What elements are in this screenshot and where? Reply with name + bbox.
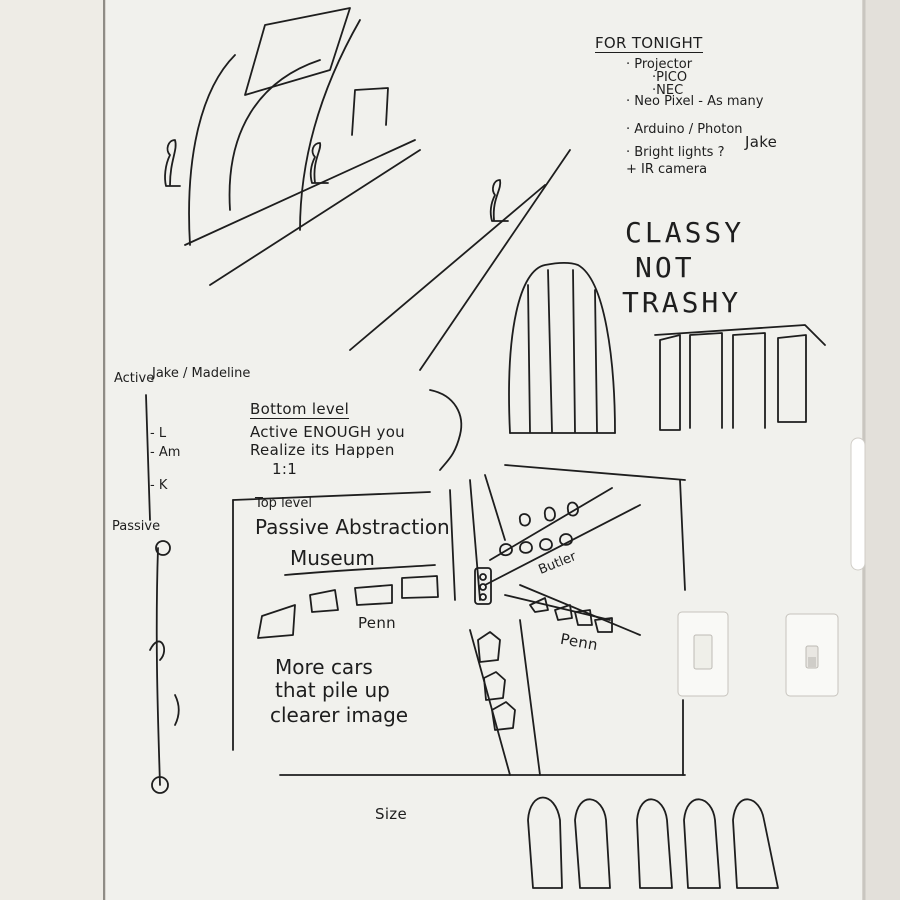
todo-heading: FOR TONIGHT	[595, 34, 703, 53]
motto-line-1: CLASSY	[625, 216, 745, 249]
bottom-level-line-1: Active ENOUGH you	[250, 423, 405, 441]
light-switch-left	[677, 611, 729, 697]
scale-tick-l: - L	[150, 426, 167, 441]
todo-item-neopixel: · Neo Pixel - As many	[626, 94, 764, 109]
scale-bottom-label: Passive	[112, 519, 161, 534]
top-level-title: Top level	[255, 496, 312, 511]
bottom-level-line-2: Realize its Happen	[250, 441, 395, 459]
todo-item-bright-lights: · Bright lights ?	[626, 145, 725, 160]
scale-tick-k: - K	[150, 478, 168, 493]
todo-item-pico: ·PICO	[652, 70, 688, 85]
scale-names: Jake / Madeline	[152, 366, 251, 381]
motto-line-3: TRASHY	[622, 286, 742, 319]
magnet-strip	[850, 437, 866, 571]
right-wall	[862, 0, 900, 900]
ink-strokes	[145, 7, 826, 889]
todo-assignee: Jake	[745, 133, 778, 151]
top-level-note-1: More cars	[275, 655, 373, 679]
bottom-level-line-3: 1:1	[272, 460, 298, 478]
scale-top-label: Active	[114, 371, 155, 386]
scale-tick-am: - Am	[150, 445, 181, 460]
top-level-note-3: clearer image	[270, 703, 409, 727]
light-switch-right	[785, 613, 839, 697]
top-level-note-2: that pile up	[275, 678, 390, 702]
bottom-level-title: Bottom level	[250, 400, 350, 419]
todo-item-nec: ·NEC	[652, 83, 684, 98]
motto-line-2: NOT	[635, 251, 695, 284]
size-label: Size	[375, 805, 407, 823]
left-board-panel	[0, 0, 104, 900]
top-level-street: Penn	[358, 614, 396, 632]
todo-item-arduino: · Arduino / Photon	[626, 122, 743, 137]
todo-item-ir-camera: + IR camera	[626, 162, 708, 177]
top-level-subtitle: Passive Abstraction	[255, 515, 450, 539]
top-level-place: Museum	[290, 546, 375, 570]
todo-item-projector: · Projector	[626, 57, 693, 72]
